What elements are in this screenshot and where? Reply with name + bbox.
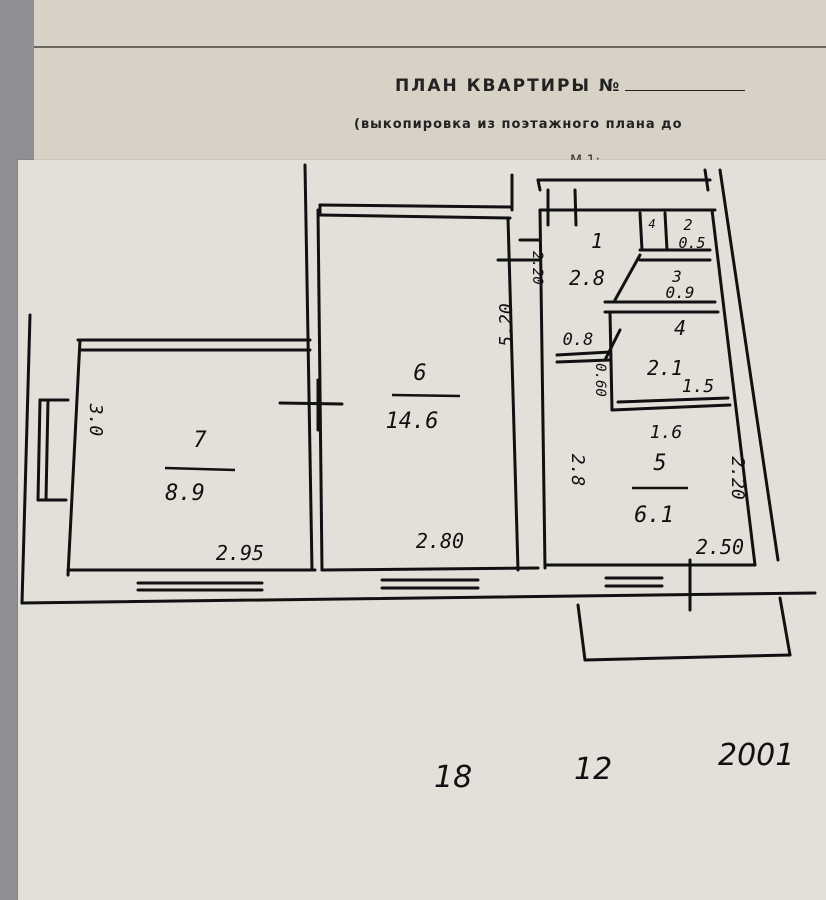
room-1-number: 1 bbox=[591, 229, 603, 253]
header-rule bbox=[34, 46, 826, 48]
room-4-width: 1.5 bbox=[682, 376, 715, 397]
room-7-height: 3.0 bbox=[85, 403, 106, 437]
room-1-side: 2.20 bbox=[529, 251, 545, 285]
room-7-number: 7 bbox=[193, 428, 207, 453]
room-6-area: 14.6 bbox=[386, 409, 439, 434]
tracing-paper bbox=[18, 160, 826, 900]
room-5-width: 2.50 bbox=[696, 535, 744, 559]
room-5-left-side: 2.8 bbox=[567, 454, 588, 487]
room-2-mark: 4 bbox=[648, 217, 655, 231]
room-5-number: 5 bbox=[653, 451, 666, 476]
room-7-width: 2.95 bbox=[216, 541, 264, 565]
handwritten-note-b: 12 bbox=[574, 752, 613, 787]
room-4-number: 4 bbox=[674, 316, 686, 340]
plan-title: ПЛАН КВАРТИРЫ № bbox=[395, 76, 746, 96]
room-3-area: 0.9 bbox=[666, 283, 695, 302]
room-1-area: 2.8 bbox=[569, 266, 605, 290]
room-6-height: 5.20 bbox=[496, 303, 517, 346]
small-dimension-b: 0.60 bbox=[592, 363, 608, 397]
room-6-width: 2.80 bbox=[416, 529, 464, 553]
room-2-number: 2 bbox=[683, 216, 692, 234]
corridor-width: 1.6 bbox=[650, 422, 683, 443]
apartment-number-blank bbox=[625, 90, 746, 91]
room-4-area: 2.1 bbox=[647, 356, 683, 380]
room-2-area: 0.5 bbox=[678, 234, 705, 252]
room-3-number: 3 bbox=[671, 267, 682, 286]
room-7-area: 8.9 bbox=[165, 481, 205, 506]
small-dimension-a: 0.8 bbox=[563, 330, 594, 350]
room-6-number: 6 bbox=[413, 361, 426, 386]
handwritten-note-a: 18 bbox=[434, 760, 473, 795]
room-5-area: 6.1 bbox=[634, 503, 674, 528]
plan-subtitle: (выкопировка из поэтажного плана до bbox=[354, 117, 683, 132]
handwritten-year: 2001 bbox=[718, 738, 795, 773]
room-5-right-side: 2.20 bbox=[727, 456, 748, 499]
